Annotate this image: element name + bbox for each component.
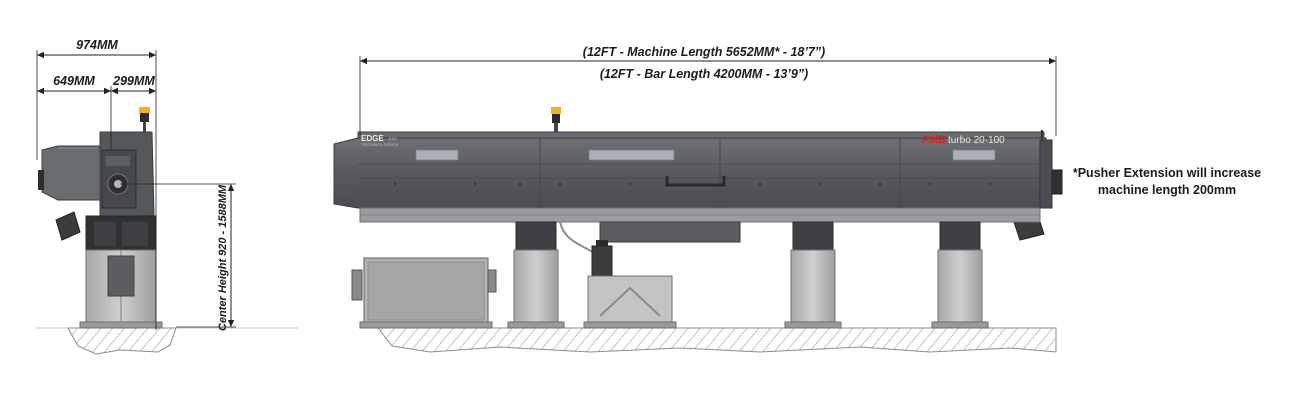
bar-length-label: (12FT - Bar Length 4200MM - 13’9”)	[600, 67, 808, 81]
side-view-ground	[35, 327, 298, 355]
stand-3	[931, 221, 989, 329]
brand-label: EDGE	[361, 134, 384, 143]
stand-2	[784, 221, 842, 329]
machine-length-label: (12FT - Machine Length 5652MM* - 18’7”)	[583, 45, 825, 59]
stand-1	[507, 221, 565, 329]
center-height-label: Center Height 920 - 1588MM	[217, 184, 229, 331]
side-view-machine	[38, 107, 163, 329]
side-right-width-label: 299MM	[112, 74, 155, 88]
front-view-dimensions	[359, 56, 1057, 136]
window-panel-2	[588, 149, 675, 161]
control-pendant-side	[55, 211, 81, 241]
side-left-width-label: 649MM	[53, 74, 95, 88]
pusher-note-line1: *Pusher Extension will increase	[1073, 166, 1261, 180]
door-handle	[665, 176, 726, 187]
window-panel-1	[415, 149, 459, 161]
front-beacon-light	[551, 107, 561, 114]
window-panel-3	[952, 149, 996, 161]
brand-sub-label: TECHNOLOGIES	[361, 142, 399, 147]
pusher-note-line2: machine length 200mm	[1098, 183, 1236, 197]
hydraulic-cabinet	[351, 257, 497, 329]
model-label: turbo 20·100	[948, 135, 1005, 146]
brand-suffix-label: 800	[389, 136, 397, 141]
beacon-light	[139, 107, 150, 113]
machine-body	[333, 137, 1047, 209]
side-total-width-label: 974MM	[76, 38, 118, 52]
front-view-machine	[333, 107, 1063, 329]
side-view-dimensions	[36, 50, 236, 330]
front-view-ground	[368, 327, 1057, 353]
pump-unit	[583, 240, 677, 329]
manufacturer-label: FMB	[922, 134, 946, 146]
